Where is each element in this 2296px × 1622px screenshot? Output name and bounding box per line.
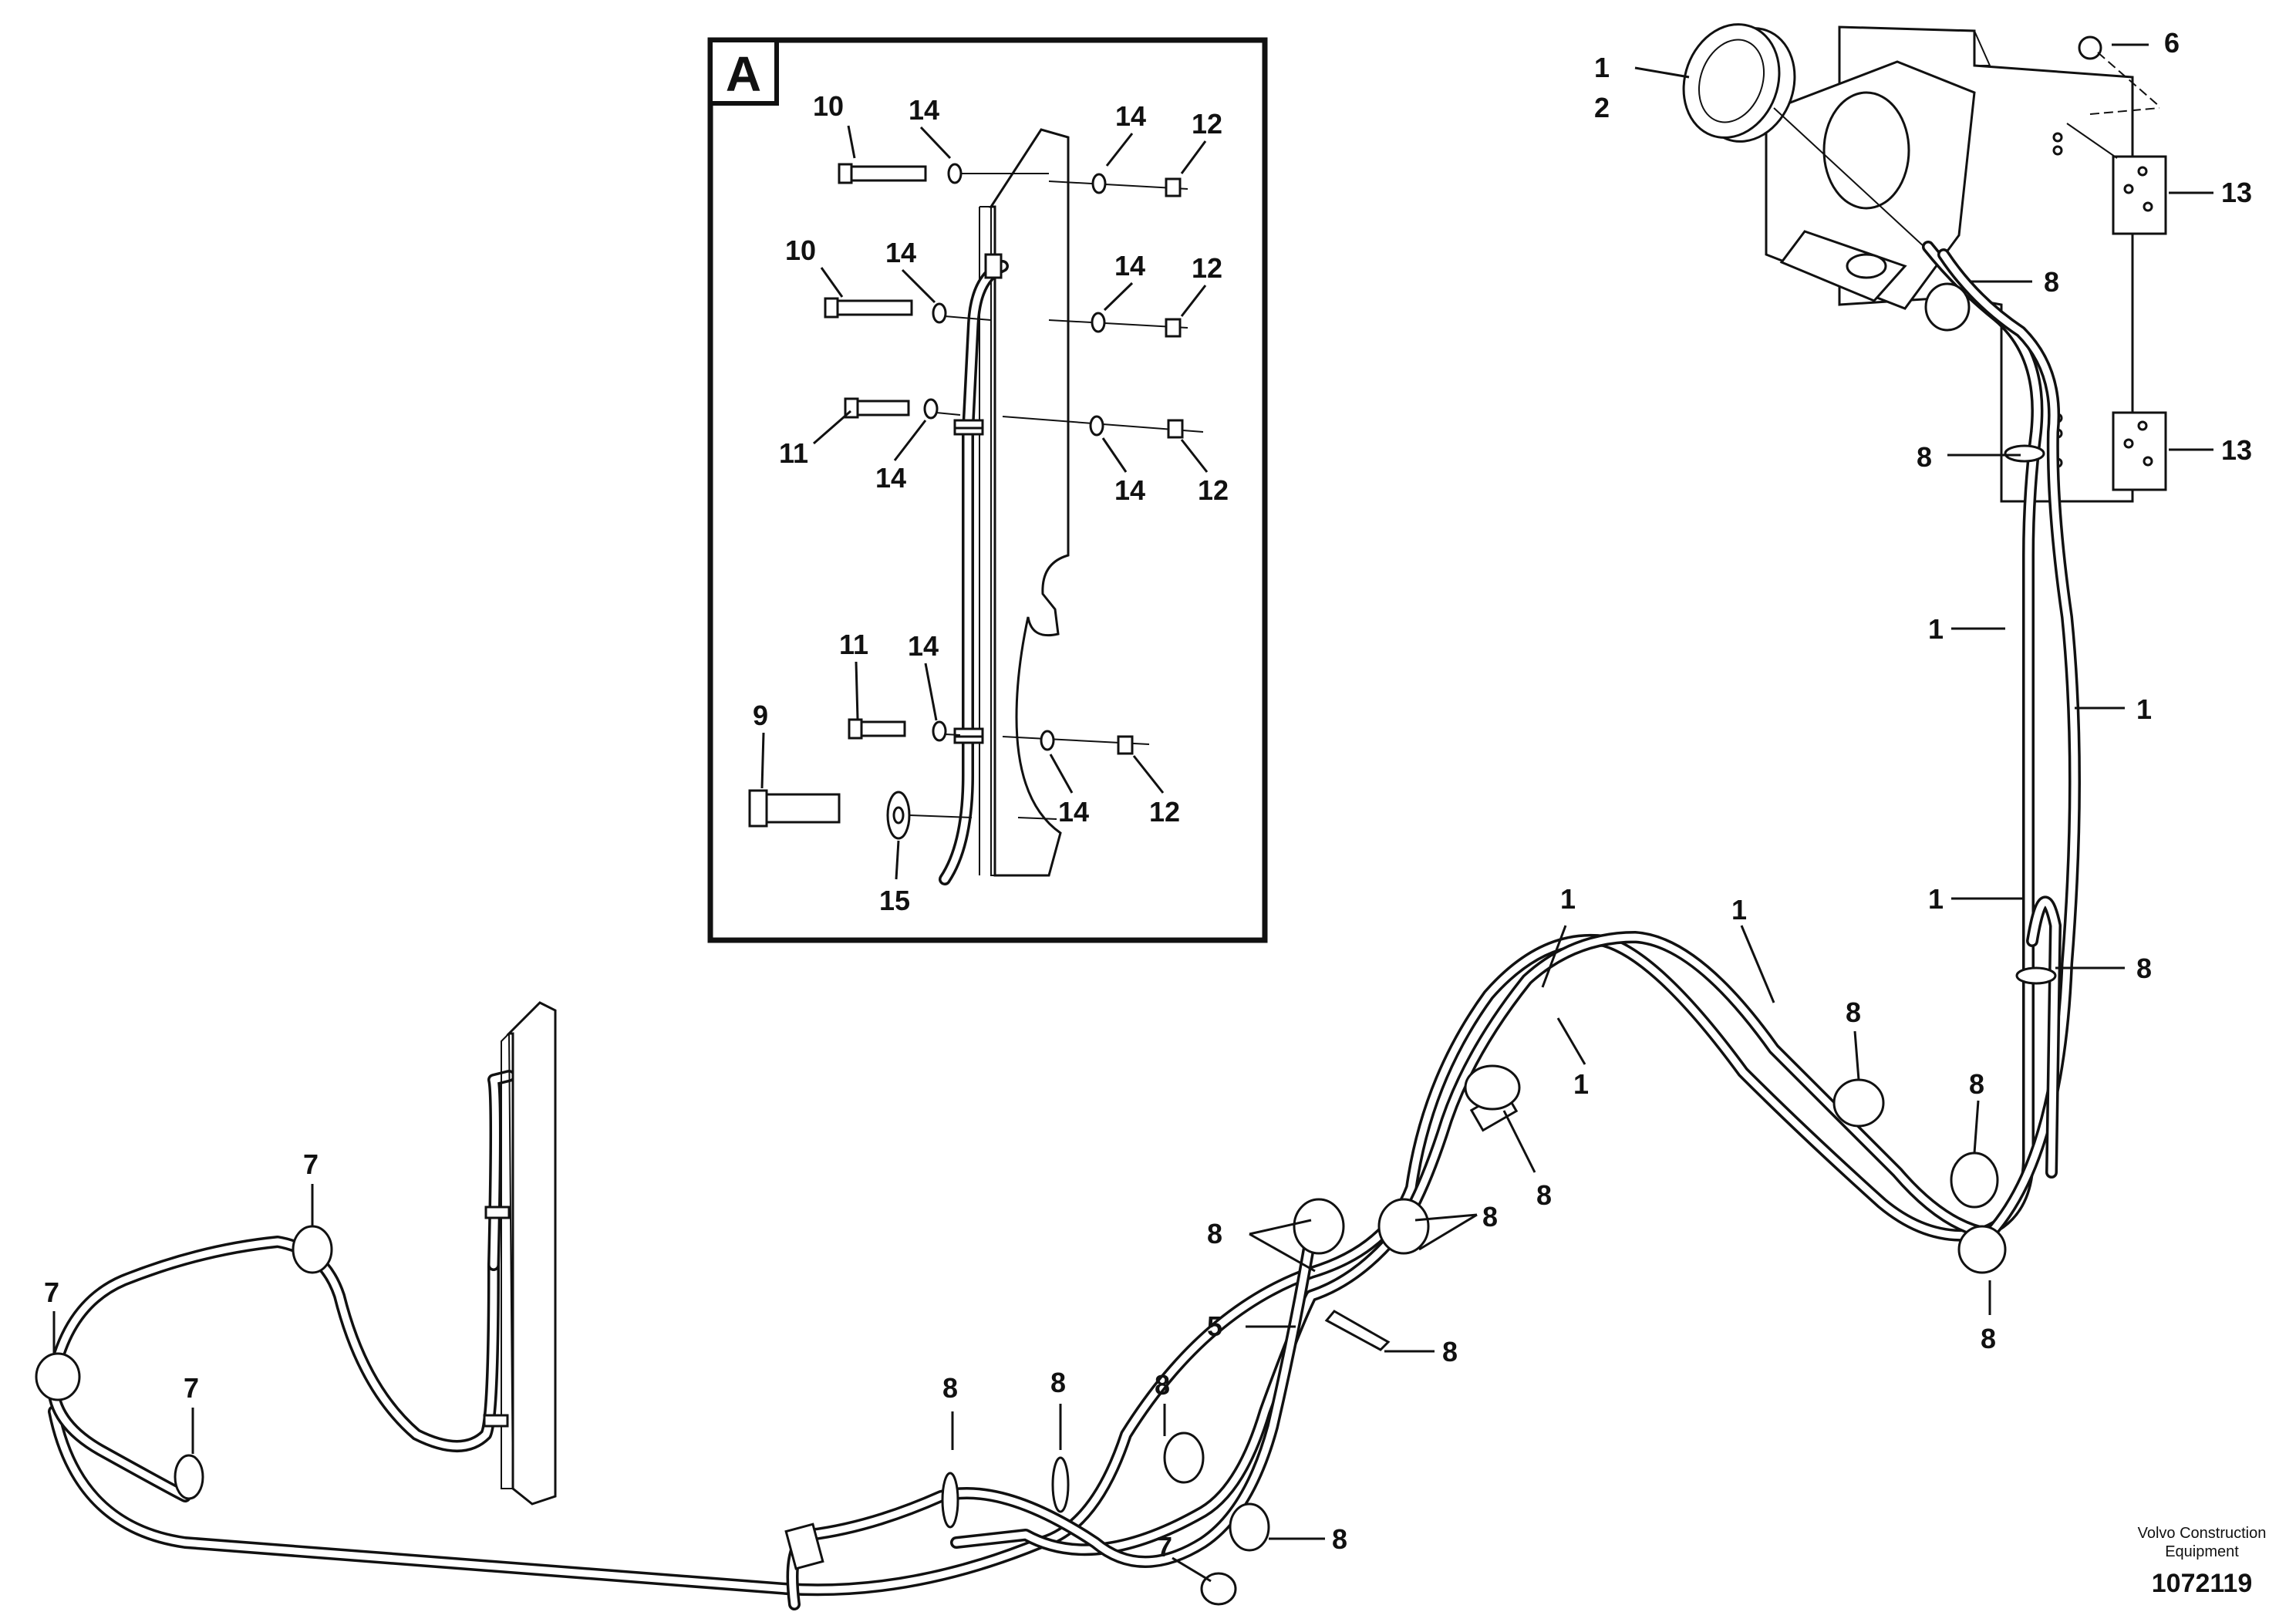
callout-8: 8 bbox=[2044, 266, 2059, 298]
callout-12: 12 bbox=[1198, 474, 1229, 506]
callout-13: 13 bbox=[2221, 177, 2252, 208]
callout-8: 8 bbox=[1155, 1369, 1170, 1401]
callout-5: 5 bbox=[1207, 1310, 1222, 1342]
left-bracket-plate bbox=[506, 1001, 557, 1506]
callout-14: 14 bbox=[885, 237, 916, 268]
callout-8: 8 bbox=[1050, 1367, 1066, 1398]
brand-line-1: Volvo Construction bbox=[2138, 1525, 2267, 1542]
callout-8: 8 bbox=[1442, 1336, 1458, 1367]
callout-14: 14 bbox=[1114, 250, 1145, 282]
callout-14: 14 bbox=[908, 630, 939, 662]
top-right-bracket-assembly bbox=[1682, 23, 2167, 503]
callout-12: 12 bbox=[1192, 252, 1222, 284]
callout-8: 8 bbox=[1917, 441, 1932, 473]
callout-14: 14 bbox=[909, 94, 939, 126]
callout-12: 12 bbox=[1149, 796, 1180, 828]
callout-1: 1 bbox=[2136, 693, 2152, 725]
callout-14: 14 bbox=[1058, 796, 1089, 828]
gauge-part bbox=[1682, 23, 1796, 143]
callout-1: 1 bbox=[1594, 52, 1610, 83]
callout-8: 8 bbox=[2136, 953, 2152, 984]
callout-13: 13 bbox=[2221, 434, 2252, 466]
callout-8: 8 bbox=[1536, 1179, 1552, 1211]
plate-part-upper bbox=[2112, 155, 2167, 235]
callout-8: 8 bbox=[1846, 996, 1861, 1028]
brand-line-2: Equipment bbox=[2165, 1543, 2239, 1560]
callout-11: 11 bbox=[779, 437, 808, 469]
callout-12: 12 bbox=[1192, 108, 1222, 140]
callout-1: 1 bbox=[1560, 883, 1576, 915]
clamp-symbols bbox=[35, 282, 2057, 1606]
inset-bracket-plate bbox=[989, 128, 1070, 877]
callout-1: 1 bbox=[1928, 613, 1944, 645]
callout-11: 11 bbox=[839, 629, 868, 660]
callout-10: 10 bbox=[813, 90, 844, 122]
footer-block: Volvo Construction Equipment 1072119 bbox=[2138, 1525, 2267, 1598]
callout-15: 15 bbox=[879, 885, 910, 916]
callout-1: 1 bbox=[1731, 894, 1747, 926]
inset-letter: A bbox=[726, 46, 761, 102]
callout-8: 8 bbox=[1207, 1218, 1222, 1249]
screw-part bbox=[2078, 35, 2102, 60]
callout-14: 14 bbox=[1115, 100, 1146, 132]
callouts: 1 2 6 13 13 8 8 1 1 1 8 8 8 8 1 1 1 8 8 … bbox=[44, 27, 2252, 1563]
callout-9: 9 bbox=[753, 700, 768, 731]
callout-8: 8 bbox=[1332, 1523, 1347, 1555]
callout-8: 8 bbox=[1969, 1068, 1984, 1100]
bolt-row-2 bbox=[824, 297, 1188, 338]
callout-14: 14 bbox=[1114, 474, 1145, 506]
callout-7: 7 bbox=[184, 1372, 199, 1404]
callout-8: 8 bbox=[1981, 1323, 1996, 1354]
callout-7: 7 bbox=[303, 1148, 319, 1180]
callout-1: 1 bbox=[1573, 1068, 1589, 1100]
bolt-row-5 bbox=[748, 789, 1057, 840]
bolt-row-1 bbox=[838, 163, 1188, 197]
connector-part bbox=[784, 1523, 824, 1570]
document-number: 1072119 bbox=[2152, 1569, 2253, 1598]
callout-7: 7 bbox=[44, 1276, 59, 1308]
callout-7: 7 bbox=[1157, 1531, 1172, 1563]
bolt-row-4 bbox=[848, 718, 1150, 755]
callout-6: 6 bbox=[2164, 27, 2180, 59]
inset-a-detail: A bbox=[707, 37, 1268, 943]
callout-8: 8 bbox=[942, 1372, 958, 1404]
plate-part-lower bbox=[2112, 411, 2167, 491]
callout-2: 2 bbox=[1594, 92, 1610, 123]
callout-14: 14 bbox=[875, 462, 906, 494]
callout-10: 10 bbox=[785, 234, 816, 266]
callout-1: 1 bbox=[1928, 883, 1944, 915]
callout-8: 8 bbox=[1482, 1201, 1498, 1233]
leader-lines bbox=[52, 43, 2213, 1583]
bolt-row-3 bbox=[844, 397, 1204, 439]
